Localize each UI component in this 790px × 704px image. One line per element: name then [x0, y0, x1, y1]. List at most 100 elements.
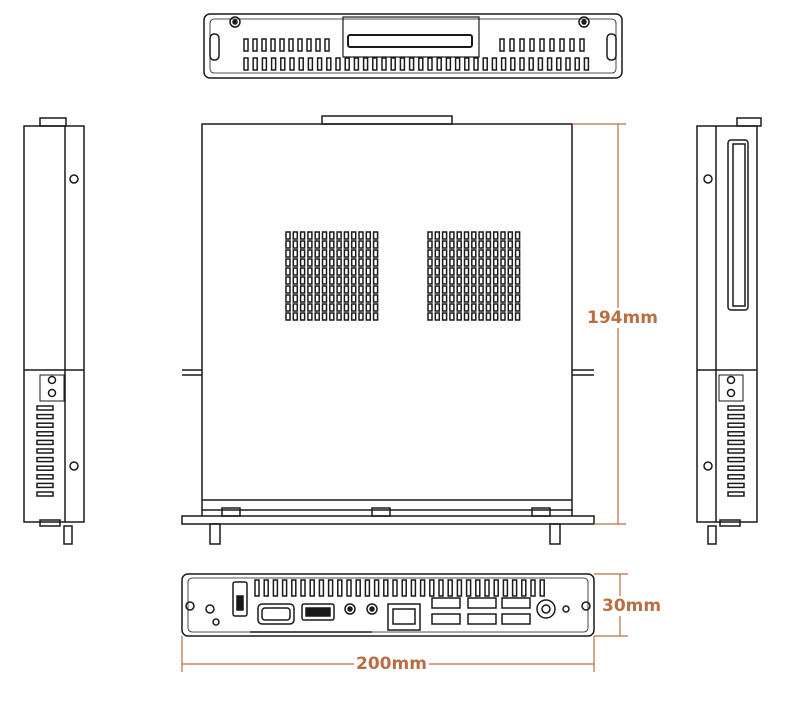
vent-grid-hole [507, 240, 514, 249]
vent-grid-hole [492, 294, 499, 303]
vent-slot [326, 57, 332, 71]
vent-grid-hole [350, 276, 357, 285]
vent-grid-hole [336, 249, 342, 258]
vent-grid-hole [307, 231, 313, 240]
vent-grid-hole [372, 240, 379, 249]
vent-grid-hole [463, 240, 470, 249]
vent-grid-hole [329, 240, 335, 249]
vent-grid-hole [329, 267, 335, 276]
vent-grid-hole [449, 285, 455, 294]
vent-slot [579, 38, 585, 52]
vent-slot [252, 38, 258, 52]
vent-grid-hole [427, 312, 433, 321]
vent-grid-hole [307, 258, 313, 267]
vent-grid-hole [478, 303, 484, 312]
vent-grid-hole [463, 276, 470, 285]
front-vent-slot [300, 579, 306, 597]
vent-grid-hole [314, 249, 320, 258]
vent-grid-hole [456, 294, 462, 303]
depth-dimension-label: 194mm [585, 308, 660, 328]
vent-grid-hole [343, 285, 350, 294]
vent-grid-hole [514, 231, 521, 240]
vent-grid-hole [507, 267, 514, 276]
vent-grid-hole [507, 285, 514, 294]
vent-slot [436, 57, 442, 71]
vent-grid-hole [456, 267, 462, 276]
vent-grid-hole [336, 294, 342, 303]
vent-grid-hole [500, 240, 506, 249]
vent-grid-hole [478, 312, 484, 321]
vent-grid-hole [358, 258, 364, 267]
vent-slot [372, 57, 378, 71]
vent-grid-hole [343, 276, 350, 285]
vent-grid-hole [449, 276, 455, 285]
vent-grid-hole [449, 267, 455, 276]
vent-grid-hole [358, 285, 364, 294]
vent-slot [362, 57, 369, 71]
vent-grid-hole [478, 231, 484, 240]
vent-grid-hole [329, 258, 335, 267]
vent-grid-hole [336, 285, 342, 294]
side-vent-slot [36, 465, 54, 471]
vent-grid-hole [307, 249, 313, 258]
vent-grid-hole [434, 240, 441, 249]
vent-grid-hole [500, 276, 506, 285]
vent-grid-hole [365, 276, 372, 285]
vent-grid-hole [350, 249, 357, 258]
vent-grid-hole [471, 240, 477, 249]
vent-grid-hole [365, 267, 372, 276]
front-vent-slot [318, 579, 325, 597]
front-vent-slot [521, 579, 527, 597]
vent-grid-hole [329, 294, 335, 303]
vent-grid-hole [449, 312, 455, 321]
front-vent-slot [429, 579, 435, 597]
vent-grid-hole [492, 285, 499, 294]
side-vent-slot [727, 482, 745, 489]
vent-grid-hole [434, 231, 441, 240]
vent-slot [537, 57, 544, 71]
vent-grid-hole [500, 303, 506, 312]
vent-grid-hole [441, 303, 448, 312]
vent-grid-hole [372, 231, 379, 240]
vent-grid-hole [471, 294, 477, 303]
vent-grid-hole [478, 258, 484, 267]
vent-slot [298, 57, 304, 71]
vent-grid-hole [471, 267, 477, 276]
vent-grid-hole [492, 276, 499, 285]
vent-slot [279, 38, 285, 52]
vent-slot [261, 57, 268, 71]
vent-slot [528, 57, 534, 71]
front-vent-slot [254, 579, 260, 597]
vent-grid-hole [321, 231, 328, 240]
vent-grid-hole [485, 258, 492, 267]
vent-grid-hole [463, 249, 470, 258]
side-vent-slot [727, 422, 745, 428]
vent-slot [509, 38, 515, 52]
side-vent-slot [36, 405, 54, 411]
vent-slot [297, 38, 303, 52]
vent-grid-hole [292, 285, 299, 294]
vent-grid-hole [329, 249, 335, 258]
vent-grid-hole [507, 258, 514, 267]
vent-grid-hole [285, 267, 291, 276]
vent-slot [335, 57, 341, 71]
vent-slot [559, 38, 565, 52]
vent-grid-hole [358, 231, 364, 240]
vent-grid-hole [321, 312, 328, 321]
vent-slot [473, 57, 479, 71]
vent-grid-hole [485, 312, 492, 321]
vent-grid-hole [321, 258, 328, 267]
front-vent-slot [456, 579, 463, 597]
vent-grid-hole [372, 312, 379, 321]
vent-slot [324, 38, 330, 52]
vent-grid-hole [507, 312, 514, 321]
vent-grid-hole [500, 285, 506, 294]
front-vent-slot [355, 579, 361, 597]
vent-grid-hole [336, 258, 342, 267]
side-vent-slot [727, 448, 745, 454]
vent-grid-hole [441, 276, 448, 285]
vent-grid-hole [314, 231, 320, 240]
vent-grid-hole [456, 303, 462, 312]
vent-grid-hole [343, 231, 350, 240]
vent-grid-left [285, 231, 379, 321]
